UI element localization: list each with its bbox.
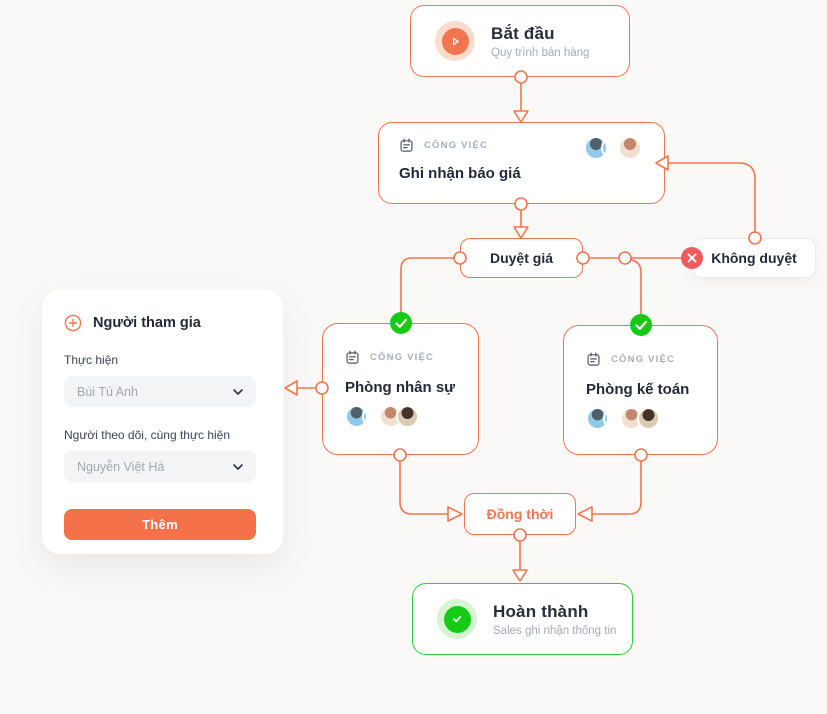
task-accounting-badge: CÔNG VIỆC bbox=[611, 354, 676, 365]
check-icon bbox=[443, 605, 471, 633]
participants-panel: Người tham gia Thực hiện Bùi Tú Anh Ngườ… bbox=[42, 290, 283, 554]
chevron-down-icon bbox=[233, 463, 243, 470]
task-hr-assignees bbox=[345, 405, 478, 428]
start-icon-halo bbox=[435, 21, 475, 61]
followers-label: Người theo dõi, cùng thực hiện bbox=[64, 428, 231, 442]
task-quote-assignees bbox=[584, 136, 642, 160]
approve-title: Duyệt giá bbox=[489, 250, 553, 266]
avatar bbox=[618, 136, 642, 160]
end-icon-halo bbox=[437, 599, 477, 639]
edge-hr-parallel bbox=[399, 455, 448, 515]
arrowhead-down-icon bbox=[513, 226, 529, 239]
end-title: Hoàn thành bbox=[493, 601, 589, 621]
arrowhead-down-icon bbox=[512, 569, 528, 582]
add-button[interactable]: Thêm bbox=[64, 509, 256, 540]
node-task-hr[interactable]: CÔNG VIỆC Phòng nhân sự bbox=[322, 323, 479, 455]
assignee-label: Thực hiện bbox=[64, 353, 119, 367]
node-reject[interactable]: Không duyệt bbox=[692, 238, 816, 278]
node-task-accounting[interactable]: CÔNG VIỆC Phòng kế toán bbox=[563, 325, 718, 455]
arrowhead-down-icon bbox=[513, 110, 529, 123]
task-hr-title: Phòng nhân sự bbox=[345, 379, 456, 396]
node-approve-price[interactable]: Duyệt giá bbox=[460, 238, 583, 278]
node-end[interactable]: Hoàn thành Sales ghi nhận thông tin bbox=[412, 583, 633, 655]
avatar bbox=[396, 405, 419, 428]
arrowhead-left-icon bbox=[577, 506, 593, 522]
plus-circle-icon[interactable] bbox=[64, 314, 82, 332]
port bbox=[618, 251, 632, 265]
task-quote-title: Ghi nhận báo giá bbox=[399, 165, 521, 182]
end-subtitle: Sales ghi nhận thông tin bbox=[493, 624, 617, 637]
task-hr-badge: CÔNG VIỆC bbox=[370, 352, 435, 363]
start-subtitle: Quy trình bán hàng bbox=[491, 46, 590, 59]
task-accounting-assignees bbox=[586, 407, 717, 430]
assignee-value: Bùi Tú Anh bbox=[77, 384, 138, 399]
task-clipboard-icon bbox=[587, 352, 600, 366]
task-clipboard-icon bbox=[400, 138, 413, 152]
node-parallel[interactable]: Đồng thời bbox=[464, 493, 576, 535]
parallel-title: Đồng thời bbox=[486, 506, 554, 522]
followers-select[interactable]: Nguyễn Việt Hà bbox=[64, 451, 256, 482]
edge-reject-quote bbox=[668, 162, 756, 238]
avatar bbox=[637, 407, 660, 430]
arrowhead-right-icon bbox=[447, 506, 463, 522]
start-title: Bắt đầu bbox=[491, 23, 555, 43]
task-accounting-title: Phòng kế toán bbox=[586, 381, 690, 398]
edge-acct-parallel bbox=[592, 455, 642, 515]
chevron-down-icon bbox=[233, 388, 243, 395]
node-task-quote[interactable]: CÔNG VIỆC Ghi nhận báo giá bbox=[378, 122, 665, 204]
edge-junction-acct bbox=[625, 258, 642, 314]
arrowhead-left-icon bbox=[284, 380, 298, 396]
followers-value: Nguyễn Việt Hà bbox=[77, 459, 165, 474]
play-icon bbox=[441, 27, 469, 55]
edge-approve-hr bbox=[400, 257, 460, 312]
assignee-select[interactable]: Bùi Tú Anh bbox=[64, 376, 256, 407]
task-quote-badge: CÔNG VIỆC bbox=[424, 140, 489, 151]
node-start[interactable]: Bắt đầu Quy trình bán hàng bbox=[410, 5, 630, 77]
reject-title: Không duyệt bbox=[711, 250, 797, 266]
panel-title: Người tham gia bbox=[93, 315, 201, 331]
task-clipboard-icon bbox=[346, 350, 359, 364]
